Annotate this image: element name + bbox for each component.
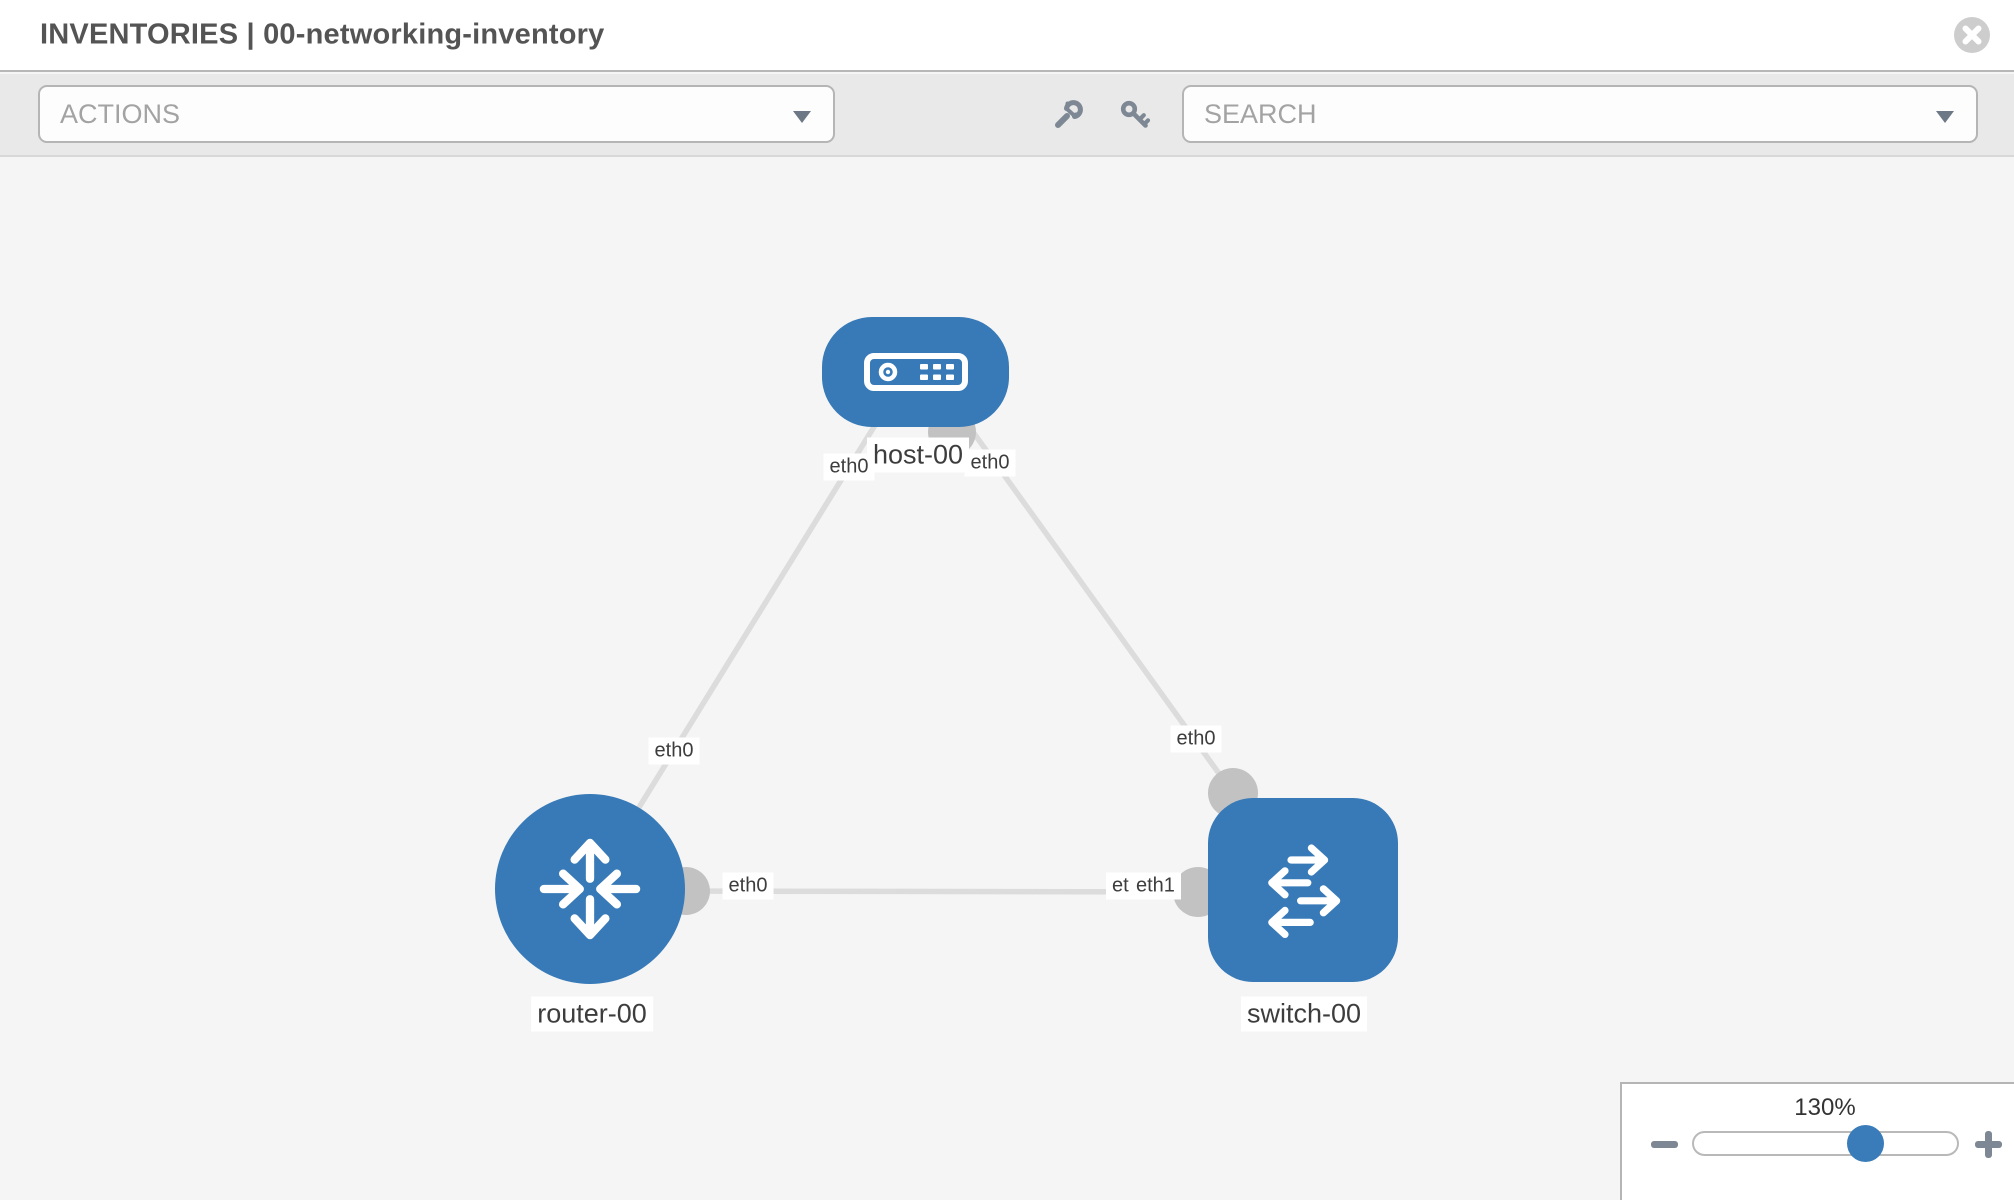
node-switch-00[interactable] [1208,798,1398,982]
key-icon[interactable] [1118,98,1152,132]
router-icon [539,838,641,940]
interface-label-router-link-eth0: eth0 [648,737,700,765]
chevron-down-icon [1936,111,1954,123]
interface-label-switch-link-eth0: eth0 [1170,725,1222,753]
interface-label-host-eth0-left: eth0 [823,453,875,481]
interface-label-switch-eth1: eth1 [1130,872,1181,900]
topology-links-layer [627,407,1258,917]
close-button[interactable] [1954,17,1990,53]
interface-label-router-eth0: eth0 [722,872,774,900]
wrench-icon[interactable] [1050,98,1084,132]
zoom-out-button[interactable] [1644,1130,1686,1160]
server-icon [863,353,968,391]
node-label-host[interactable]: host-00 [866,437,970,473]
switch-icon [1268,844,1341,938]
node-host-00[interactable] [822,317,1009,427]
node-label-switch[interactable]: switch-00 [1240,996,1368,1032]
zoom-in-button[interactable] [1974,1130,2002,1160]
header: INVENTORIES | 00-networking-inventory [0,0,2014,72]
interface-label-host-eth0-right: eth0 [964,449,1016,477]
zoom-panel: 130% [1620,1082,2014,1200]
zoom-slider-thumb[interactable] [1847,1125,1884,1162]
node-router-00[interactable] [495,794,685,984]
node-label-router[interactable]: router-00 [531,996,653,1032]
zoom-slider-track[interactable] [1692,1131,1959,1156]
plus-icon [1985,1131,1992,1158]
chevron-down-icon [793,111,811,123]
search-dropdown[interactable]: SEARCH [1182,85,1978,143]
actions-dropdown[interactable]: ACTIONS [38,85,835,143]
actions-dropdown-label: ACTIONS [60,99,181,129]
minus-icon [1651,1141,1678,1148]
network-canvas[interactable]: host-00 router-00 switch-00 eth0 eth0 et… [0,157,2014,1200]
page-title: INVENTORIES | 00-networking-inventory [40,18,605,51]
toolbar: ACTIONS SEARCH [0,74,2014,157]
close-icon [1962,25,1982,45]
zoom-level: 130% [1794,1094,1856,1121]
search-placeholder: SEARCH [1204,99,1317,129]
